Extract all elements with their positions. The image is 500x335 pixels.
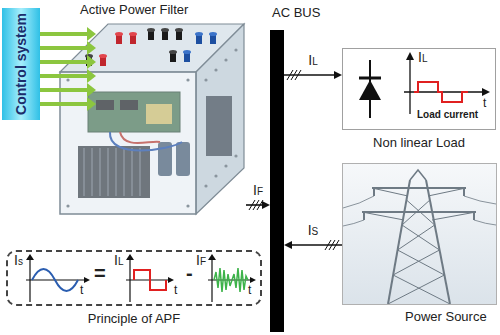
- axis-label: t: [80, 284, 83, 298]
- box-title: Principle of APF: [88, 312, 181, 327]
- apf-device: [60, 24, 244, 214]
- control-system-box: Control system: [2, 8, 40, 120]
- bus-label: AC BUS: [272, 6, 320, 21]
- signal-name: IL: [114, 252, 123, 268]
- equals-sign: =: [94, 262, 106, 285]
- box-title: Non linear Load: [373, 136, 465, 151]
- active-power-filter: Active Power Filter: [96, 20, 246, 216]
- load-current-graph: [404, 52, 490, 114]
- principle-box: Ist=ILt-IFtPrinciple of APF: [6, 250, 262, 306]
- signal-name: IL: [418, 49, 427, 65]
- nonlinear-load-box: ILtLoad currentNon linear Load: [342, 48, 496, 130]
- terminal-posts: [85, 28, 217, 66]
- source-current-arrow: [284, 240, 342, 250]
- box-title: Power Source: [405, 310, 487, 325]
- diode-symbol: [359, 60, 381, 118]
- control-signal-arrows: [40, 27, 96, 111]
- power-source-box: Power Source: [342, 163, 497, 305]
- principle-graphs: [26, 254, 256, 302]
- ac-bus-bar: AC BUS: [270, 30, 284, 332]
- axis-label: t: [483, 97, 486, 111]
- minus-sign: -: [186, 262, 193, 285]
- control-label: Control system: [13, 13, 29, 115]
- current-label: IS: [307, 222, 320, 238]
- axis-label: t: [248, 284, 251, 298]
- graph-caption: Load current: [417, 109, 478, 121]
- load-current-arrow: [284, 70, 342, 80]
- transmission-tower: [343, 164, 496, 304]
- current-label: IL: [307, 52, 318, 68]
- signal-name: Is: [14, 252, 23, 268]
- current-label: IF: [252, 182, 264, 198]
- signal-name: IF: [196, 252, 206, 268]
- axis-label: t: [174, 284, 177, 298]
- device-title: Active Power Filter: [80, 3, 188, 18]
- filter-current-arrow: [246, 200, 270, 210]
